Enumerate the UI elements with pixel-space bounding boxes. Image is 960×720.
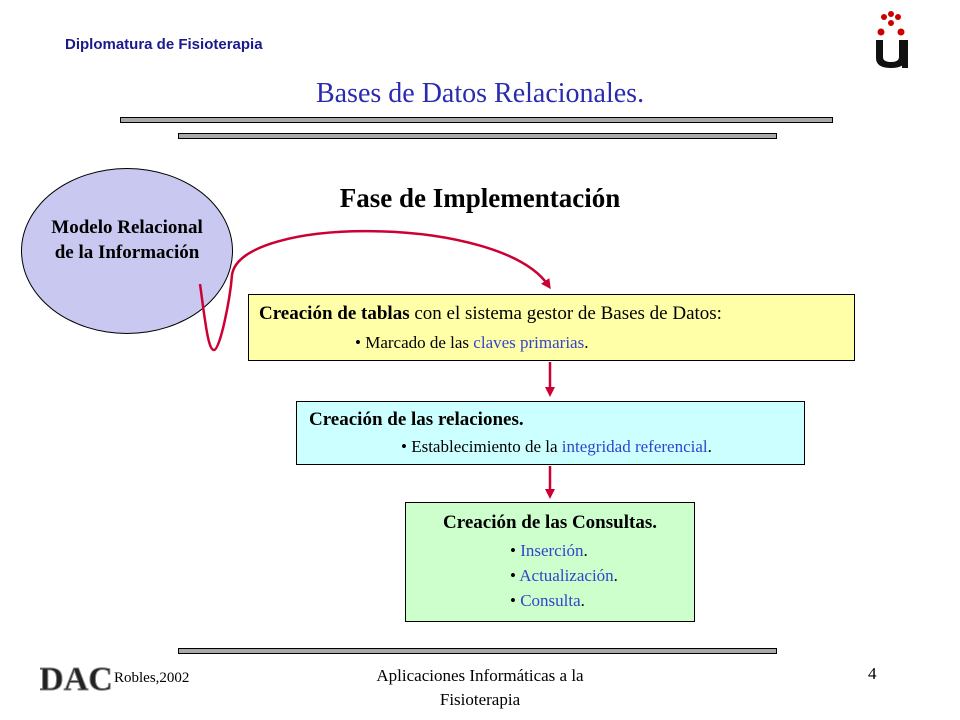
referential-integrity-bullet: • Establecimiento de la integridad refer… — [401, 437, 712, 456]
primary-keys-bullet: • Marcado de las claves primarias. — [355, 333, 589, 352]
ellipse-line-1: Modelo Relacional — [51, 217, 203, 238]
page-number: 4 — [868, 664, 877, 683]
create-queries-box: Creación de las Consultas. • Inserción. … — [405, 502, 695, 622]
create-tables-box: Creación de tablas con el sistema gestor… — [248, 294, 855, 361]
relational-model-ellipse: Modelo Relacional de la Información — [21, 168, 233, 334]
list-item-update: • Actualización. — [510, 566, 618, 585]
footer-divider — [178, 648, 777, 654]
slide-title: Bases de Datos Relacionales. — [315, 78, 645, 109]
create-relations-box: Creación de las relaciones. • Establecim… — [296, 401, 805, 465]
phase-title: Fase de Implementación — [339, 183, 621, 213]
create-relations-title: Creación de las relaciones. — [309, 409, 524, 430]
create-queries-title: Creación de las Consultas. — [443, 512, 657, 533]
footer-author: Robles,2002 — [114, 670, 190, 686]
ellipse-line-2: de la Información — [54, 242, 200, 263]
list-item-query: • Consulta. — [510, 591, 585, 610]
create-tables-title: Creación de tablas con el sistema gestor… — [259, 303, 722, 324]
dac-logo-text: DAC — [40, 661, 112, 696]
course-header: Diplomatura de Fisioterapia — [65, 36, 263, 53]
title-divider-top — [120, 117, 833, 123]
title-divider-bottom — [178, 133, 777, 139]
university-u-logo-icon — [876, 11, 908, 68]
list-item-insert: • Inserción. — [510, 541, 588, 560]
dac-logo-icon: DAC — [40, 660, 112, 696]
footer-course: Aplicaciones Informáticas a la Fisiotera… — [376, 666, 584, 709]
